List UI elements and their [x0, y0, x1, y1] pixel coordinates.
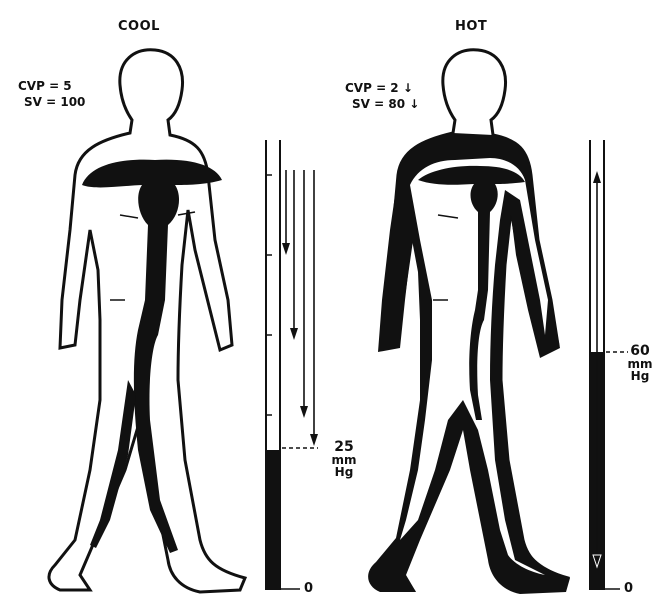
cool-zero-label: 0	[304, 582, 313, 595]
hot-cvp: CVP = 2 ↓	[345, 82, 413, 94]
hot-sv-down-arrow-icon: ↓	[409, 97, 419, 111]
cool-pressure-unit-hg: Hg	[326, 466, 362, 478]
hot-pressure-unit-hg: Hg	[626, 370, 654, 382]
cool-pressure-label: 25 mm Hg	[326, 440, 362, 478]
cool-cvp: CVP = 5	[18, 80, 72, 92]
cool-title: COOL	[118, 20, 160, 33]
hot-pressure-label: 60 mm Hg	[626, 344, 654, 382]
cool-manometer	[266, 140, 318, 590]
cool-figure	[49, 50, 245, 592]
cool-pressure-value: 25	[326, 440, 362, 454]
hot-cvp-down-arrow-icon: ↓	[403, 81, 413, 95]
hot-pressure-value: 60	[626, 344, 654, 358]
hot-zero-label: 0	[624, 582, 633, 595]
hot-figure	[368, 50, 570, 594]
hot-sv: SV = 80 ↓	[352, 98, 419, 110]
cool-descent-arrows	[282, 170, 318, 446]
hot-manometer	[590, 140, 628, 590]
hot-sv-value: SV = 80	[352, 97, 405, 111]
cool-blood-column	[266, 450, 280, 590]
hot-cvp-value: CVP = 2	[345, 81, 399, 95]
cool-sv: SV = 100	[24, 96, 85, 108]
hot-title: HOT	[455, 20, 487, 33]
